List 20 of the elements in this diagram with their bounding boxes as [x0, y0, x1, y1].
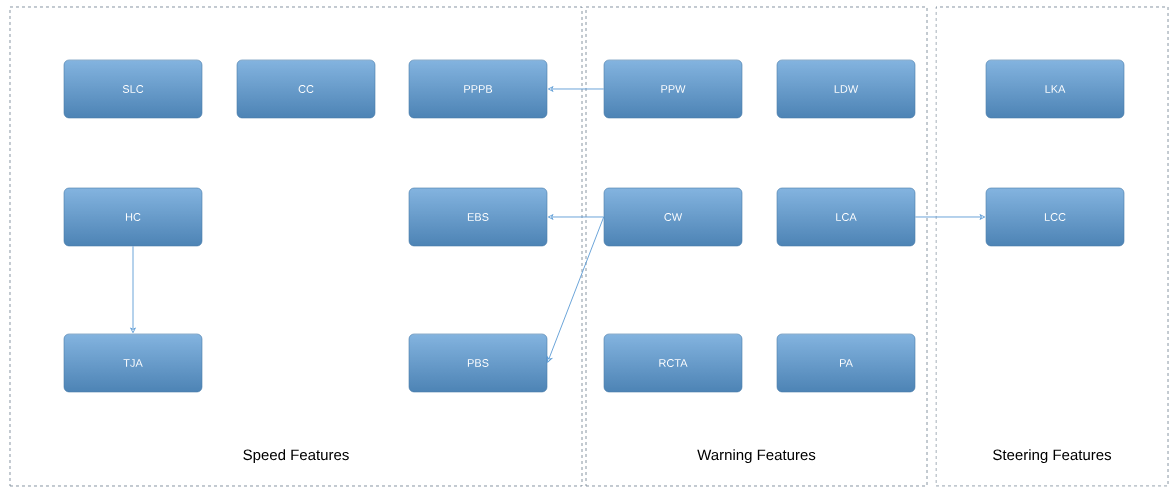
- arrow: [547, 214, 605, 220]
- feature-box: PA: [776, 333, 916, 393]
- arrow: [547, 86, 605, 92]
- feature-box: LCA: [776, 187, 916, 247]
- feature-box: LCC: [985, 187, 1125, 247]
- feature-box: LDW: [776, 59, 916, 119]
- feature-box: PPPB: [408, 59, 548, 119]
- arrow: [914, 214, 986, 220]
- feature-box: PBS: [408, 333, 548, 393]
- feature-box: RCTA: [603, 333, 743, 393]
- feature-box: LKA: [985, 59, 1125, 119]
- feature-box: CW: [603, 187, 743, 247]
- feature-box: EBS: [408, 187, 548, 247]
- feature-box: PPW: [603, 59, 743, 119]
- feature-box: TJA: [63, 333, 203, 393]
- feature-box: HC: [63, 187, 203, 247]
- feature-box: CC: [236, 59, 376, 119]
- arrow: [546, 216, 605, 363]
- arrow: [130, 245, 136, 334]
- feature-box: SLC: [63, 59, 203, 119]
